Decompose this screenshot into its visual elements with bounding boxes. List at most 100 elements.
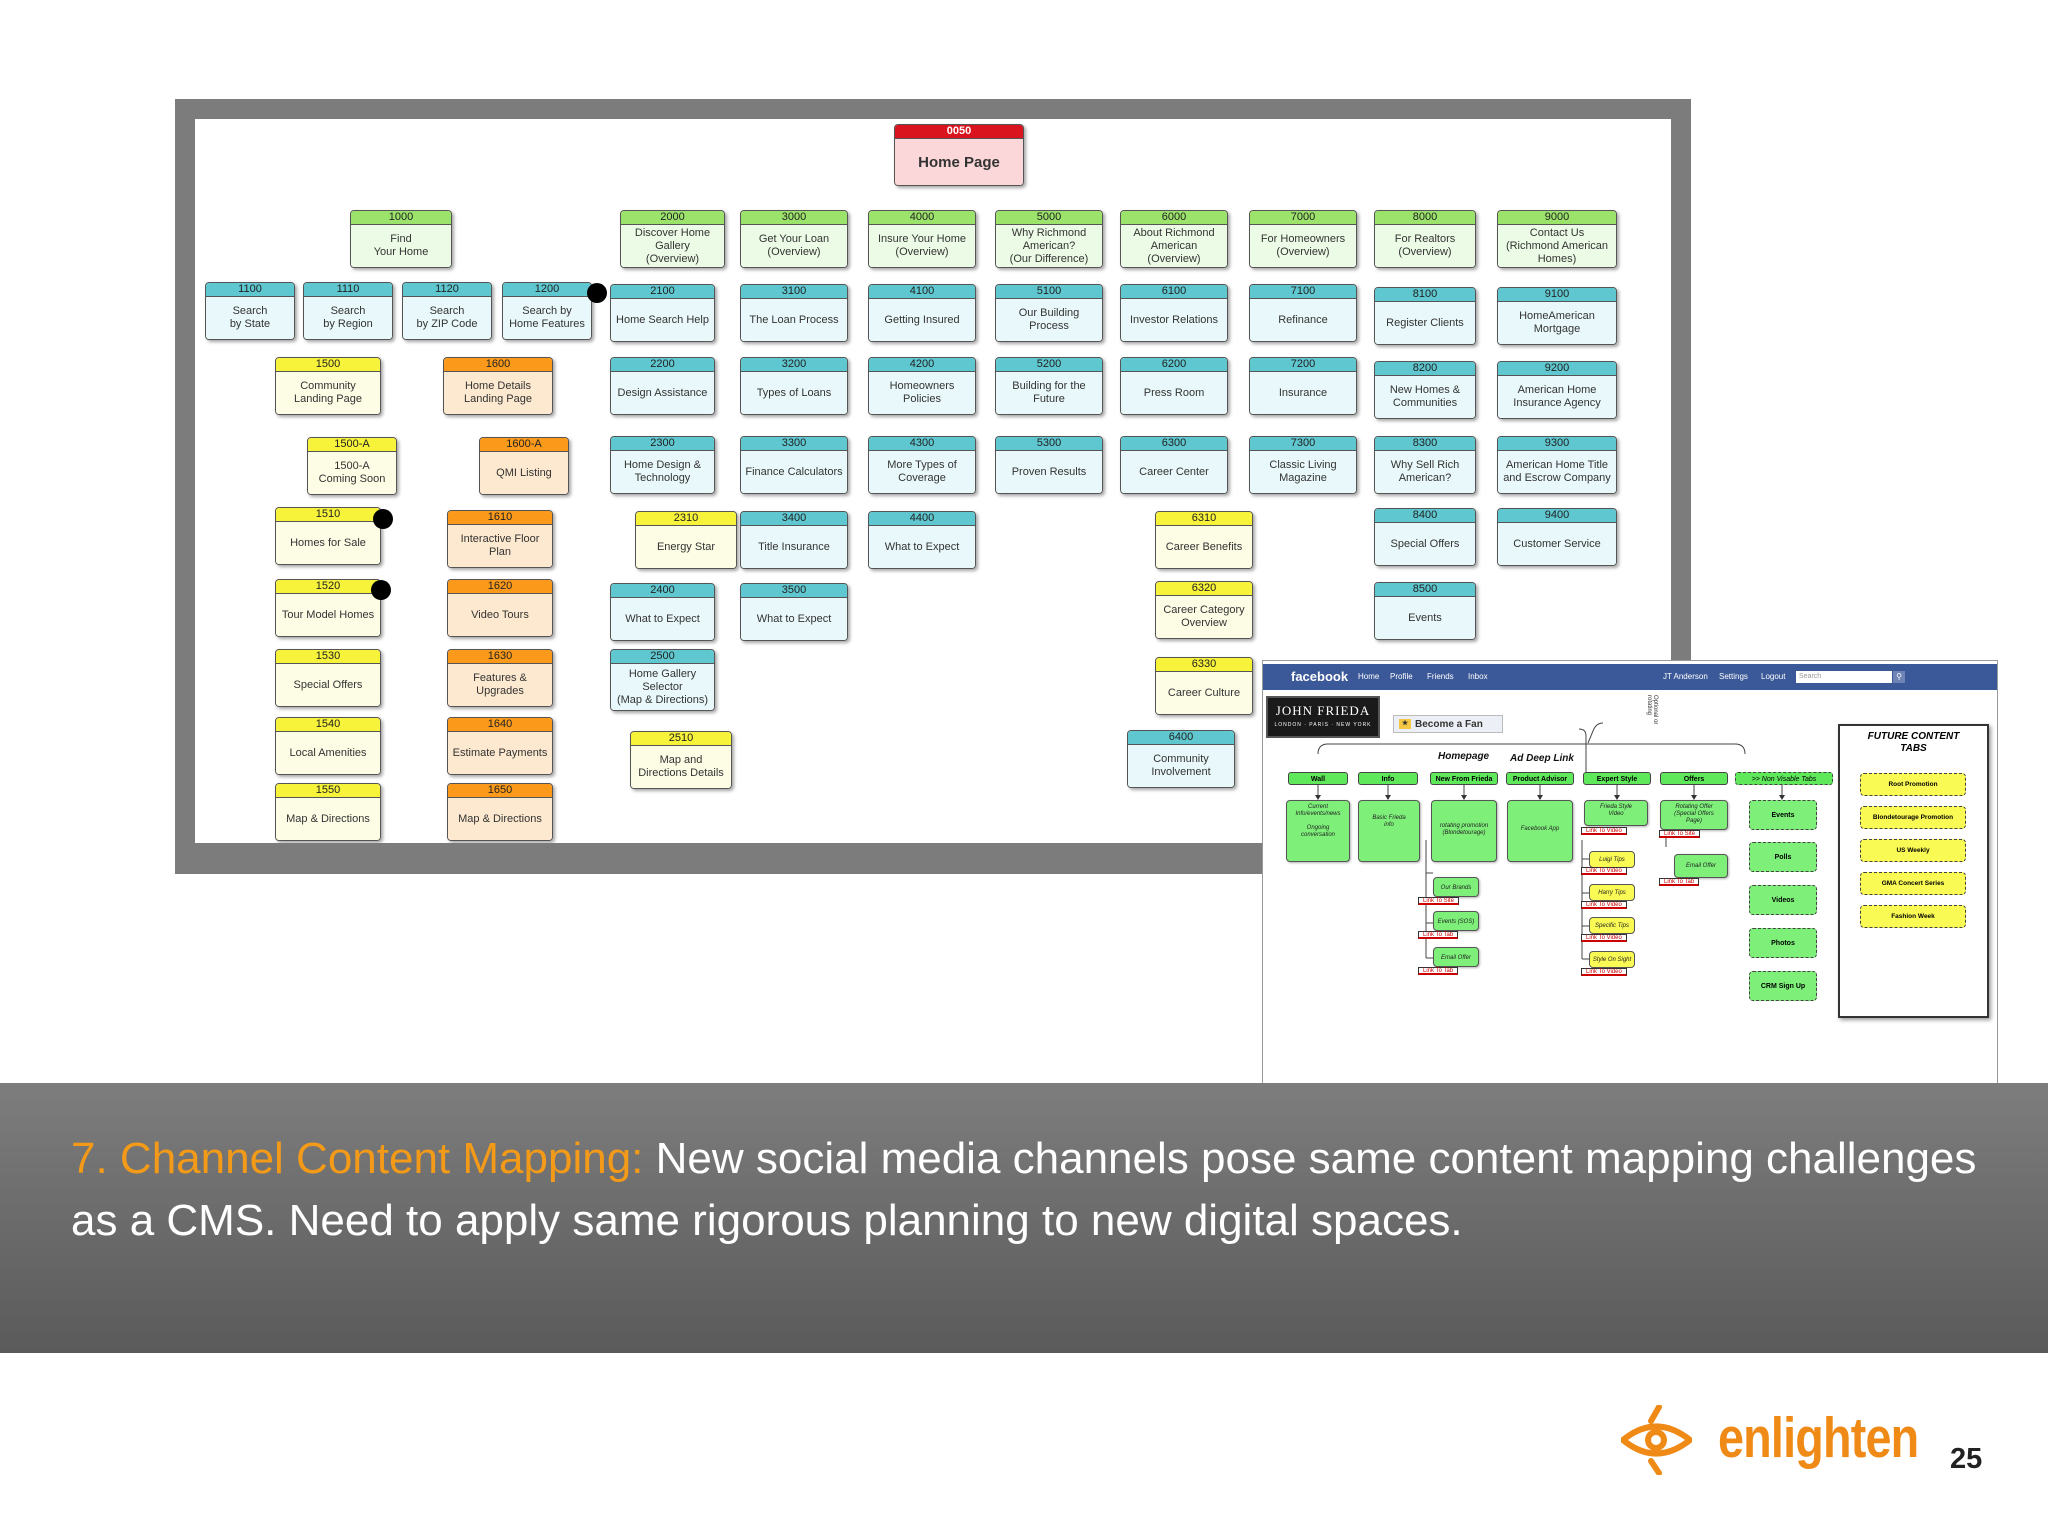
node-id: 4000 xyxy=(869,211,975,225)
email-offer-offers-box: Email Offer xyxy=(1674,854,1728,878)
node-id: 8300 xyxy=(1375,437,1475,451)
hidden-tab-photos[interactable]: Photos xyxy=(1749,928,1817,958)
fb-nav-profile[interactable]: Profile xyxy=(1390,672,1413,681)
node-label: Career Center xyxy=(1121,451,1227,493)
node-label: Title Insurance xyxy=(741,526,847,568)
fb-tab-non-visible[interactable]: >> Non Visable Tabs xyxy=(1735,772,1833,785)
node-label: Classic Living Magazine xyxy=(1250,451,1356,493)
slide-caption: 7. Channel Content Mapping: New social m… xyxy=(71,1128,2011,1252)
caption-heading: 7. Channel Content Mapping: xyxy=(71,1134,644,1183)
expert-style-box: Frieda Style Video xyxy=(1584,800,1648,826)
node-label: Find Your Home xyxy=(351,225,451,267)
hidden-tab-events[interactable]: Events xyxy=(1749,800,1817,830)
hidden-tab-videos[interactable]: Videos xyxy=(1749,885,1817,915)
node-label: Features & Upgrades xyxy=(448,664,552,706)
node-label: Refinance xyxy=(1250,299,1356,341)
node-label: Video Tours xyxy=(448,594,552,636)
node-label: Search by State xyxy=(206,297,294,339)
hidden-tab-polls[interactable]: Polls xyxy=(1749,842,1817,872)
style-on-sight-box: Style On Sight xyxy=(1589,951,1635,968)
node-label: American Home Title and Escrow Company xyxy=(1498,451,1616,493)
fb-nav-friends[interactable]: Friends xyxy=(1427,672,1454,681)
fb-tab-wall[interactable]: Wall xyxy=(1288,772,1348,785)
hidden-tab-crm-sign-up[interactable]: CRM Sign Up xyxy=(1749,971,1817,1001)
node-label: Home Search Help xyxy=(611,299,714,341)
node-id: 7000 xyxy=(1250,211,1356,225)
node-label: Customer Service xyxy=(1498,523,1616,565)
brand-name: JOHN FRIEDA xyxy=(1275,703,1371,718)
john-frieda-logo: JOHN FRIEDA LONDON · PARIS · NEW YORK xyxy=(1266,696,1380,738)
homepage-label: Homepage xyxy=(1438,751,1490,762)
node-label: QMI Listing xyxy=(480,452,568,494)
fb-tab-info[interactable]: Info xyxy=(1358,772,1418,785)
fb-nav-inbox[interactable]: Inbox xyxy=(1468,672,1488,681)
node-id: 5000 xyxy=(996,211,1102,225)
node-label: Our Building Process xyxy=(996,299,1102,341)
node-id: 1200 xyxy=(503,283,591,297)
fb-logout-link[interactable]: Logout xyxy=(1761,672,1786,681)
future-tab-gma-concert: GMA Concert Series xyxy=(1860,872,1966,895)
node-label: Design Assistance xyxy=(611,372,714,414)
optional-rotating-label: Optional or rotating xyxy=(1646,695,1658,725)
node-id: 2400 xyxy=(611,584,714,598)
fb-settings-link[interactable]: Settings xyxy=(1719,672,1748,681)
facebook-logo[interactable]: facebook xyxy=(1291,669,1349,684)
specific-tips-box: Specific Tips xyxy=(1589,917,1635,934)
node-id: 8500 xyxy=(1375,583,1475,597)
node-id: 2500 xyxy=(611,650,714,664)
fb-user-name[interactable]: JT Anderson xyxy=(1663,672,1708,681)
fb-tab-offers[interactable]: Offers xyxy=(1660,772,1728,785)
node-label: About Richmond American (Overview) xyxy=(1121,225,1227,267)
node-id: 1610 xyxy=(448,511,552,525)
milestone-dot xyxy=(373,509,393,529)
node-id: 1520 xyxy=(276,580,380,594)
fb-nav-home[interactable]: Home xyxy=(1358,672,1380,681)
fb-tab-product-advisor[interactable]: Product Advisor xyxy=(1506,772,1574,785)
node-label: Local Amenities xyxy=(276,732,380,774)
node-id: 2510 xyxy=(631,732,731,746)
node-id: 6330 xyxy=(1156,658,1252,672)
future-tab-us-weekly: US Weekly xyxy=(1860,839,1966,862)
node-id: 4400 xyxy=(869,512,975,526)
node-id: 7100 xyxy=(1250,285,1356,299)
node-id: 3400 xyxy=(741,512,847,526)
node-id: 1110 xyxy=(304,283,392,297)
node-id: 6400 xyxy=(1128,731,1234,745)
node-id: 8200 xyxy=(1375,362,1475,376)
node-label: Career Category Overview xyxy=(1156,596,1252,638)
node-label: The Loan Process xyxy=(741,299,847,341)
node-id: 8000 xyxy=(1375,211,1475,225)
node-id: 9000 xyxy=(1498,211,1616,225)
node-label: Career Benefits xyxy=(1156,526,1252,568)
node-label: For Realtors (Overview) xyxy=(1375,225,1475,267)
node-id: 6320 xyxy=(1156,582,1252,596)
fb-tab-expert-style[interactable]: Expert Style xyxy=(1583,772,1651,785)
fb-search-input[interactable]: Search xyxy=(1796,671,1892,683)
node-id: 1100 xyxy=(206,283,294,297)
node-id: 1550 xyxy=(276,784,380,798)
search-icon[interactable]: ⚲ xyxy=(1893,671,1905,683)
link-to-tab-tag: Link To Tab xyxy=(1418,967,1459,975)
node-id: 2000 xyxy=(621,211,724,225)
become-a-fan-button[interactable]: ★Become a Fan xyxy=(1393,715,1503,733)
fb-tab-new-from-frieda[interactable]: New From Frieda xyxy=(1430,772,1498,785)
